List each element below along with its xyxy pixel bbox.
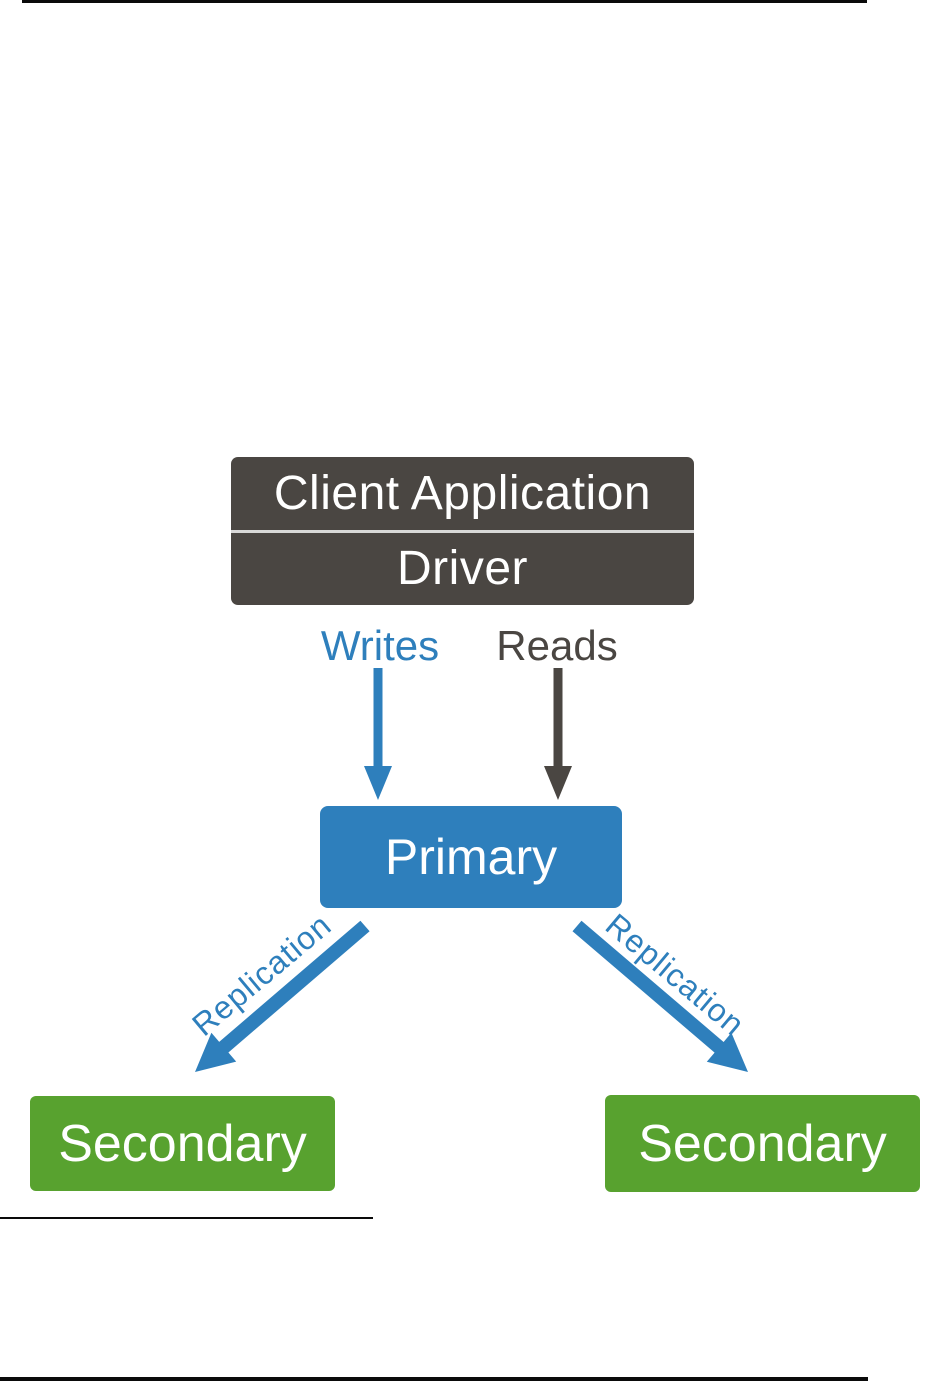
footnote-rule: [0, 1217, 373, 1219]
top-rule: [22, 0, 867, 3]
secondary-right-label: Secondary: [638, 1114, 887, 1173]
writes-label: Writes: [320, 622, 440, 669]
writes-arrow-icon: [364, 668, 392, 800]
secondary-node-right: Secondary: [605, 1095, 920, 1192]
client-driver-divider: [231, 529, 694, 533]
bottom-rule: [0, 1377, 868, 1381]
driver-label: Driver: [397, 542, 528, 596]
client-application-label: Client Application: [273, 466, 652, 520]
primary-label: Primary: [384, 829, 558, 885]
reads-label: Reads: [496, 622, 618, 669]
reads-arrow-icon: [544, 668, 572, 800]
client-application-box: Client Application Driver: [231, 457, 694, 605]
secondary-left-label: Secondary: [58, 1114, 307, 1173]
replication-left-label: Replication: [185, 906, 339, 1043]
replication-right-label: Replication: [598, 906, 752, 1043]
primary-node: Primary: [320, 806, 622, 908]
secondary-node-left: Secondary: [30, 1096, 335, 1191]
